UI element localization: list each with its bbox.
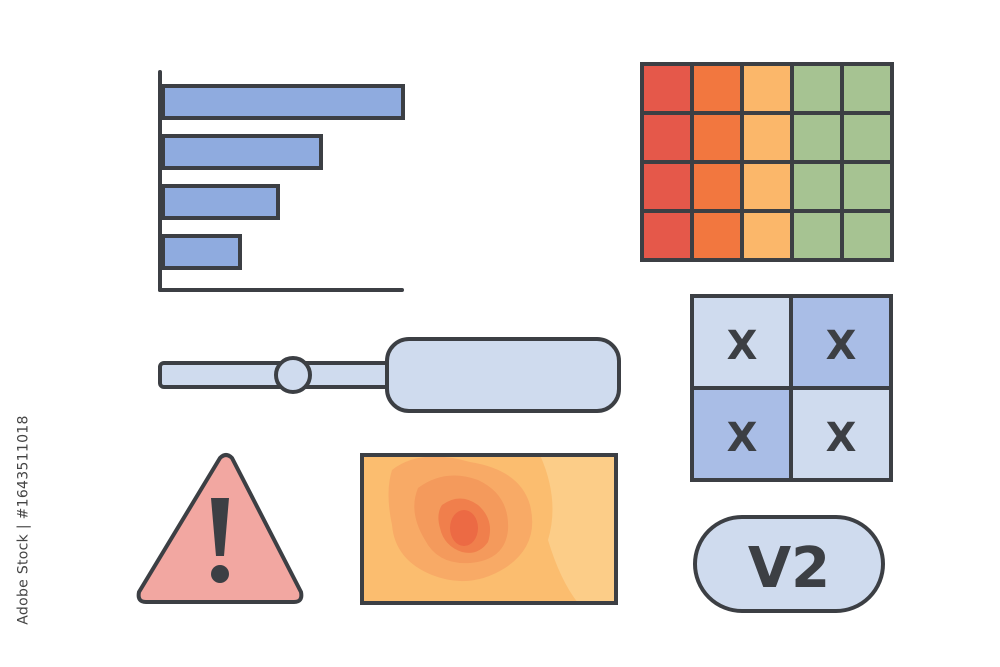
color-cell-r4-c5 (840, 209, 894, 262)
version-badge-label: V2 (748, 536, 830, 601)
color-cell-r2-c5 (840, 111, 894, 164)
mark-cell-4-text: X (826, 415, 857, 461)
heatmap-contour-light (540, 455, 616, 603)
exclamation-dot (211, 565, 229, 583)
color-cell-r3-c1 (640, 160, 694, 213)
color-cell-r1-c2 (690, 62, 744, 115)
heatmap-hotspot (450, 510, 478, 546)
slider-knob[interactable] (274, 356, 312, 394)
color-cell-r4-c1 (640, 209, 694, 262)
horizontal-bar-chart (158, 70, 405, 292)
version-badge-pill[interactable] (693, 515, 885, 613)
mark-cell-1-text: X (727, 323, 758, 369)
mark-cell-3-text: X (727, 415, 758, 461)
heatmap-panel (360, 453, 618, 605)
bar-chart-bars (161, 84, 405, 270)
color-cell-r3-c2 (690, 160, 744, 213)
color-cell-r4-c4 (790, 209, 844, 262)
slider-field[interactable] (385, 337, 621, 413)
mark-cell-3[interactable] (690, 386, 793, 482)
mark-cell-4[interactable] (789, 386, 893, 482)
stock-id-text: Adobe Stock | #1643511018 (16, 415, 32, 625)
mark-grid: X X X X (690, 294, 893, 482)
color-cell-r2-c4 (790, 111, 844, 164)
color-scale-grid (640, 62, 894, 262)
warning-triangle-icon (136, 453, 304, 604)
stock-id-watermark: Adobe Stock | #1643511018 (12, 415, 36, 624)
bar-3 (161, 184, 280, 220)
heatmap-frame (360, 453, 618, 605)
exclamation-icon (211, 498, 229, 556)
color-cell-r1-c4 (790, 62, 844, 115)
color-cell-r2-c2 (690, 111, 744, 164)
color-cell-r3-c3 (740, 160, 794, 213)
color-cell-r1-c1 (640, 62, 694, 115)
color-cell-r2-c3 (740, 111, 794, 164)
color-cell-r2-c1 (640, 111, 694, 164)
bar-1 (161, 84, 405, 120)
bar-4 (161, 234, 242, 270)
progress-slider[interactable] (158, 337, 621, 413)
version-badge[interactable]: V2 (693, 515, 885, 613)
color-cell-r4-c2 (690, 209, 744, 262)
bar-2 (161, 134, 323, 170)
mark-cell-2-text: X (826, 323, 857, 369)
color-cell-r3-c5 (840, 160, 894, 213)
color-cell-r1-c5 (840, 62, 894, 115)
color-cell-r3-c4 (790, 160, 844, 213)
color-cell-r1-c3 (740, 62, 794, 115)
color-cell-r4-c3 (740, 209, 794, 262)
